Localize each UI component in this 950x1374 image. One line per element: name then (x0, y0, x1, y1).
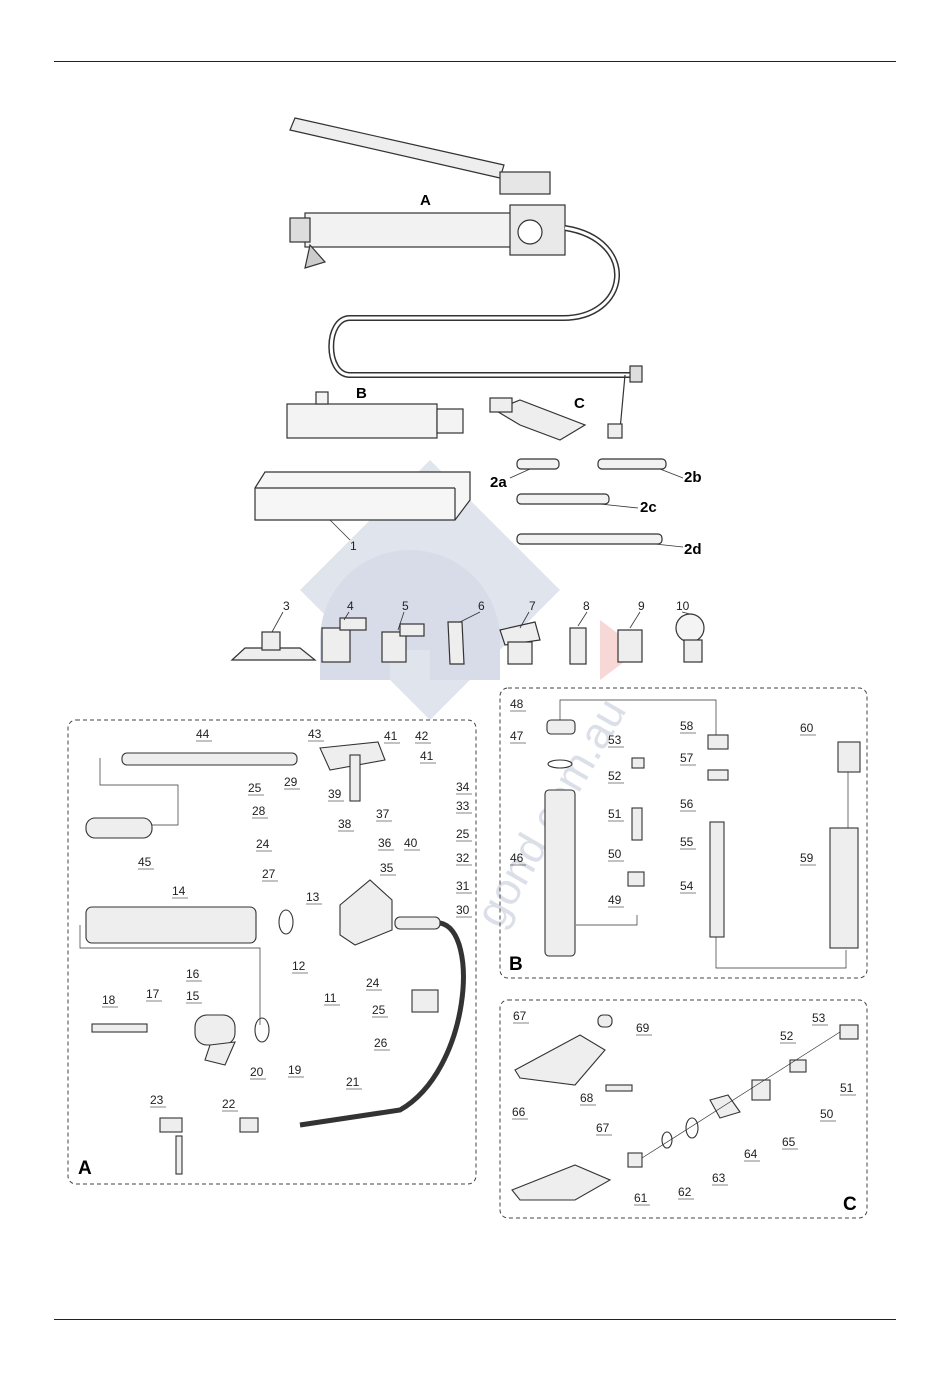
callout-c-63: 63 (712, 1171, 726, 1185)
callout-b-47: 47 (510, 729, 524, 743)
callout-a-16: 16 (186, 967, 200, 981)
callout-a-17: 17 (146, 987, 160, 1001)
callout-a-25: 25 (248, 781, 262, 795)
callout-c-65: 65 (782, 1135, 796, 1149)
callout-a-36: 36 (378, 836, 392, 850)
callout-a-18: 18 (102, 993, 116, 1007)
callout-b-58: 58 (680, 719, 694, 733)
callout-c-53: 53 (812, 1011, 826, 1025)
callout-b-51: 51 (608, 807, 622, 821)
callout-a-45: 45 (138, 855, 152, 869)
callout-c-68: 68 (580, 1091, 594, 1105)
callout-a-27: 27 (262, 867, 276, 881)
callout-a-23: 23 (150, 1093, 164, 1107)
watermark-logo: gond.com.au (300, 460, 640, 935)
label-part-5: 5 (402, 599, 409, 613)
callout-a-35: 35 (380, 861, 394, 875)
callout-a-37: 37 (376, 807, 390, 821)
panel-c-letter: C (843, 1194, 857, 1215)
carry-case (255, 472, 470, 520)
label-part-10: 10 (676, 599, 690, 613)
label-part-8: 8 (583, 599, 590, 613)
callout-a-30: 30 (456, 903, 470, 917)
callout-a-34: 34 (456, 780, 470, 794)
callout-c-67: 67 (513, 1009, 527, 1023)
callout-a-41: 41 (384, 729, 398, 743)
callout-c-51: 51 (840, 1081, 854, 1095)
callout-b-53: 53 (608, 733, 622, 747)
callout-a-29: 29 (284, 775, 298, 789)
callout-a-24: 24 (256, 837, 270, 851)
pump-assembly (290, 118, 642, 430)
callout-b-50: 50 (608, 847, 622, 861)
callout-a-26: 26 (374, 1036, 388, 1050)
panel-b-letter: B (509, 954, 523, 975)
label-part-9: 9 (638, 599, 645, 613)
label-tube-2d: 2d (684, 541, 702, 558)
callout-c-62: 62 (678, 1185, 692, 1199)
callout-c-66: 66 (512, 1105, 526, 1119)
callout-b-57: 57 (680, 751, 694, 765)
callout-b-56: 56 (680, 797, 694, 811)
callout-b-60: 60 (800, 721, 814, 735)
label-part-1: 1 (350, 539, 357, 553)
callout-c-67: 67 (596, 1121, 610, 1135)
callout-a-41: 41 (420, 749, 434, 763)
callout-a-13: 13 (306, 890, 320, 904)
callout-c-64: 64 (744, 1147, 758, 1161)
callout-b-48: 48 (510, 697, 524, 711)
label-ram-b: B (356, 385, 367, 402)
callout-a-11: 11 (324, 991, 337, 1005)
callout-c-61: 61 (634, 1191, 648, 1205)
callout-a-14: 14 (172, 884, 186, 898)
label-spreader-c: C (574, 395, 585, 412)
callout-a-12: 12 (292, 959, 306, 973)
callout-a-40: 40 (404, 836, 418, 850)
callout-a-39: 39 (328, 787, 342, 801)
callout-b-54: 54 (680, 879, 694, 893)
label-part-3: 3 (283, 599, 290, 613)
callout-a-33: 33 (456, 799, 470, 813)
callout-b-52: 52 (608, 769, 622, 783)
callout-a-25: 25 (372, 1003, 386, 1017)
callout-c-52: 52 (780, 1029, 794, 1043)
spreader-assembly (490, 398, 622, 440)
callout-a-42: 42 (415, 729, 429, 743)
callout-a-21: 21 (346, 1075, 360, 1089)
callout-a-32: 32 (456, 851, 470, 865)
callout-a-15: 15 (186, 989, 200, 1003)
panel-c-parts (512, 1015, 858, 1200)
callout-a-43: 43 (308, 727, 322, 741)
label-tube-2c: 2c (640, 499, 657, 516)
callout-b-46: 46 (510, 851, 524, 865)
panel-c-leaders (642, 1032, 840, 1158)
callout-b-49: 49 (608, 893, 622, 907)
callout-a-19: 19 (288, 1063, 302, 1077)
callout-a-44: 44 (196, 727, 210, 741)
callout-b-55: 55 (680, 835, 694, 849)
callout-c-69: 69 (636, 1021, 650, 1035)
label-pump-a: A (420, 192, 431, 209)
panel-a-leaders (80, 758, 260, 1025)
panel-a-parts (86, 742, 463, 1174)
callout-a-28: 28 (252, 804, 266, 818)
panel-a-letter: A (78, 1158, 92, 1179)
callout-b-59: 59 (800, 851, 814, 865)
callout-a-25: 25 (456, 827, 470, 841)
callout-a-38: 38 (338, 817, 352, 831)
label-part-6: 6 (478, 599, 485, 613)
callout-a-22: 22 (222, 1097, 236, 1111)
callout-a-31: 31 (456, 879, 470, 893)
label-tube-2a: 2a (490, 474, 507, 491)
ram-assembly (287, 392, 463, 438)
callout-c-50: 50 (820, 1107, 834, 1121)
label-part-4: 4 (347, 599, 354, 613)
callout-a-24: 24 (366, 976, 380, 990)
label-part-7: 7 (529, 599, 536, 613)
panel-a-frame (68, 720, 476, 1184)
label-tube-2b: 2b (684, 469, 702, 486)
callout-a-20: 20 (250, 1065, 264, 1079)
